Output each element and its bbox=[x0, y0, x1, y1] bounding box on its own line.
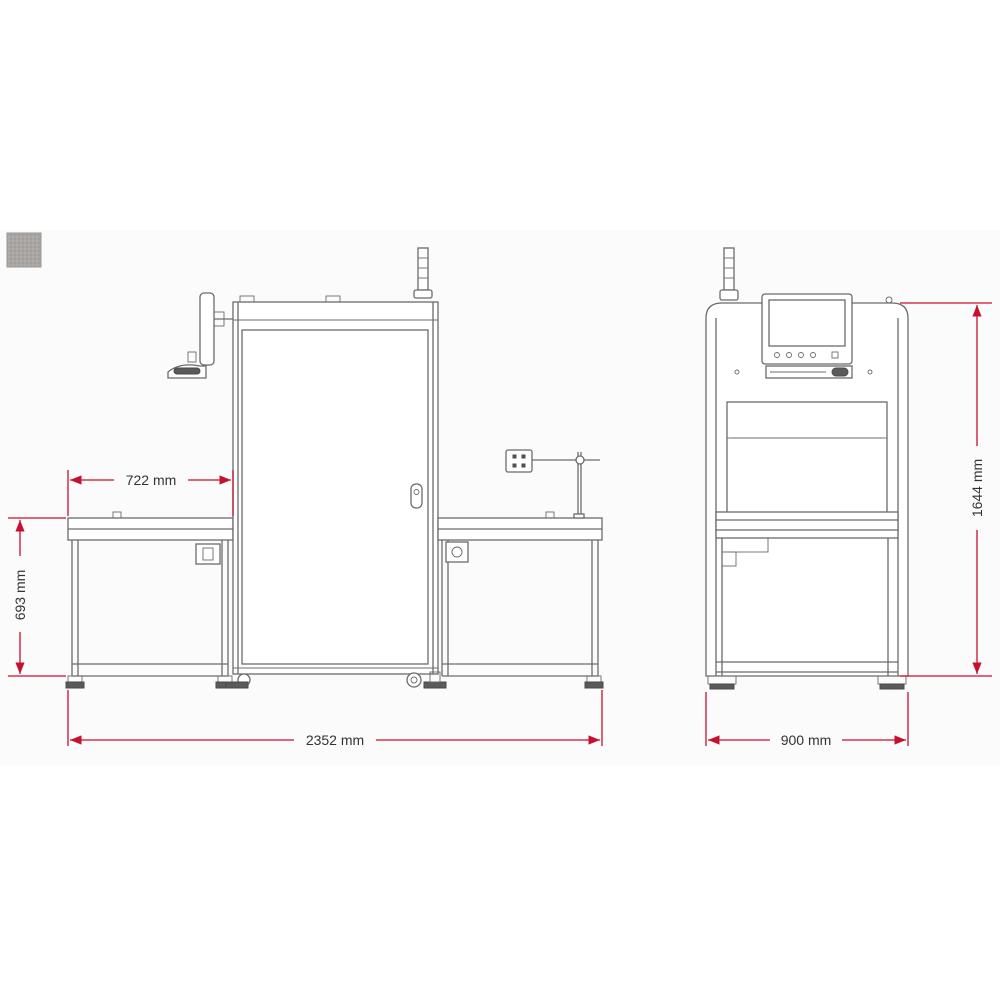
dim-label-table-length: 722 mm bbox=[126, 472, 177, 488]
signal-tower bbox=[413, 247, 433, 299]
operator-arm bbox=[167, 292, 233, 379]
front-signal-tower bbox=[719, 247, 893, 304]
dim-label-table-height: 693 mm bbox=[12, 570, 28, 621]
right-table bbox=[437, 511, 604, 689]
dimension-depth: 900 mm bbox=[705, 692, 909, 748]
dimension-table-height: 693 mm bbox=[8, 517, 66, 677]
dimension-total-length: 2352 mm bbox=[67, 690, 603, 748]
touch-monitor bbox=[761, 293, 853, 379]
dim-label-total-length: 2352 mm bbox=[306, 732, 364, 748]
dimension-overall-height: 1644 mm bbox=[900, 302, 992, 677]
scanner-stand bbox=[505, 449, 600, 519]
dim-label-overall-height: 1644 mm bbox=[969, 459, 985, 517]
dim-label-depth: 900 mm bbox=[781, 732, 832, 748]
material-swatch bbox=[6, 232, 42, 268]
dimension-table-length: 722 mm bbox=[67, 470, 234, 516]
side-view bbox=[65, 247, 604, 689]
conveyor-beam bbox=[715, 511, 899, 567]
main-cabinet bbox=[225, 295, 447, 689]
front-view bbox=[705, 247, 909, 690]
